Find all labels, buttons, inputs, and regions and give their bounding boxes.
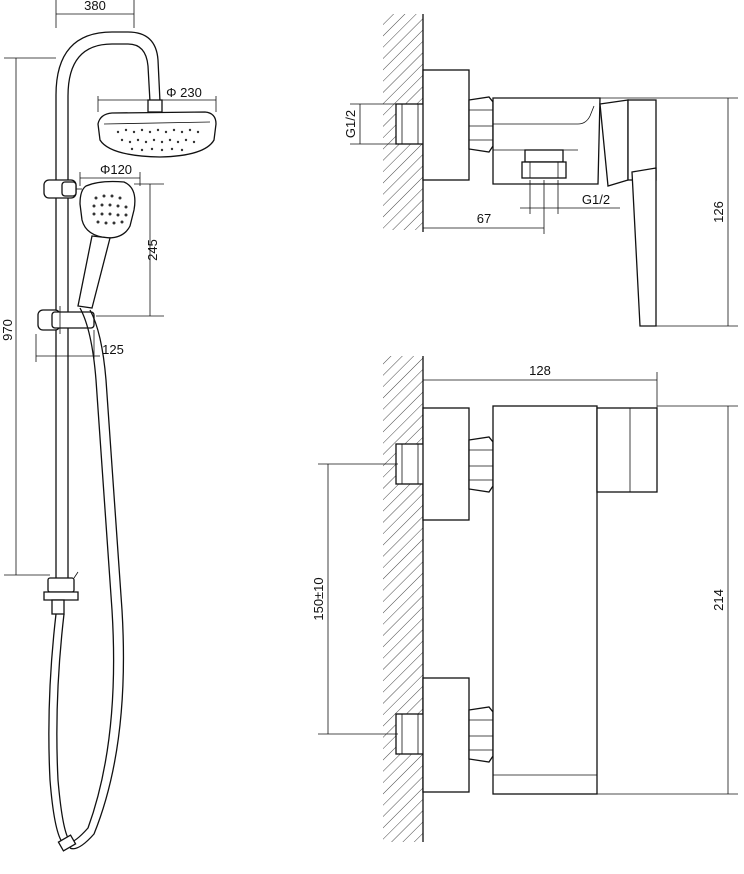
dim-front-height: 214: [597, 405, 738, 795]
dim-hand-diameter-label: Φ120: [100, 162, 132, 177]
wall-section-bottom: [383, 356, 423, 842]
side-nut: [468, 96, 494, 153]
dim-side-height-label: 126: [711, 201, 726, 223]
pipe-diverter: [43, 571, 79, 615]
hand-shower-nozzles: [92, 194, 128, 225]
dim-outlet-depth-label: 67: [477, 211, 491, 226]
side-lever: [599, 99, 657, 327]
shower-hose: [48, 307, 125, 852]
mixer-side-view: G1/2 G1/2 67 126: [343, 14, 738, 327]
shower-head: [97, 99, 217, 158]
dim-holder-offset-label: 125: [102, 342, 124, 357]
dim-front-width: 128: [423, 363, 658, 408]
riser-pipe: [55, 31, 161, 588]
dim-total-height-label: 970: [0, 319, 15, 341]
dim-outlet-depth: 67: [423, 180, 545, 234]
dim-inlet-thread-label: G1/2: [343, 110, 358, 138]
dim-arm-reach-label: 380: [84, 0, 106, 13]
side-outlet: [521, 149, 567, 179]
dim-front-height-label: 214: [711, 589, 726, 611]
shower-set-drawing: 380 Φ 230 Φ120 245 970: [0, 0, 217, 852]
shower-head-nozzles: [116, 128, 200, 152]
front-lower-nut: [468, 706, 494, 763]
dim-inlet-spacing-label: 150±10: [311, 577, 326, 620]
dim-arm-reach: 380: [55, 0, 135, 28]
dim-hand-height: 245: [96, 183, 164, 317]
dim-hand-height-label: 245: [145, 239, 160, 261]
dim-inlet-spacing: 150±10: [311, 463, 398, 735]
dim-inlet-thread: G1/2: [343, 103, 398, 145]
dim-outlet-thread: G1/2: [520, 180, 620, 214]
mixer-front-view: 128 150±10 214: [311, 356, 738, 842]
hand-shower: [77, 180, 136, 309]
dim-total-height: 970: [0, 57, 56, 576]
dim-holder-offset: 125: [35, 330, 124, 362]
upper-slider-clip: [43, 179, 82, 199]
dim-hand-diameter: Φ120: [79, 162, 141, 186]
dim-head-diameter: Φ 230: [97, 85, 217, 112]
dim-head-diameter-label: Φ 230: [166, 85, 202, 100]
dim-side-height: 126: [600, 97, 738, 327]
dim-front-width-label: 128: [529, 363, 551, 378]
dim-outlet-thread-label: G1/2: [582, 192, 610, 207]
front-upper-nut: [468, 436, 494, 493]
